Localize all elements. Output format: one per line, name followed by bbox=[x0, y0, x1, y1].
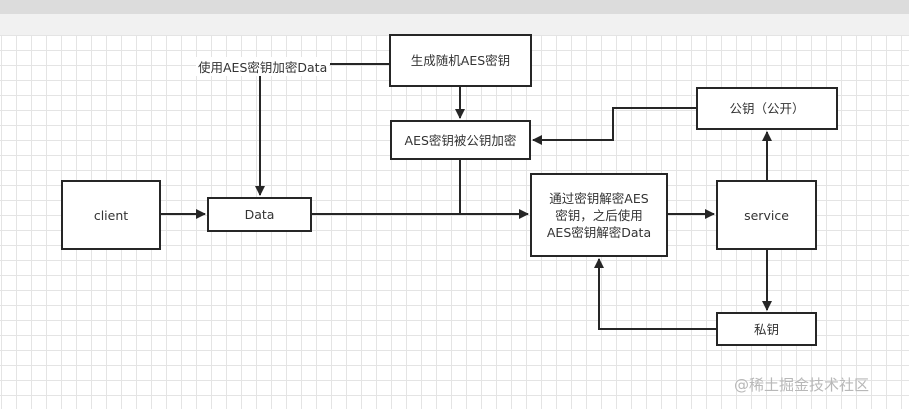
node-encrypt-key[interactable]: AES密钥被公钥加密 bbox=[390, 120, 531, 160]
node-service[interactable]: service bbox=[716, 180, 817, 250]
node-private-key[interactable]: 私钥 bbox=[716, 312, 817, 346]
node-client[interactable]: client bbox=[61, 180, 161, 250]
node-public-key[interactable]: 公钥（公开） bbox=[696, 87, 838, 130]
node-data[interactable]: Data bbox=[207, 197, 312, 232]
watermark: @稀土掘金技术社区 bbox=[734, 376, 870, 394]
window-top-bar bbox=[0, 0, 909, 14]
toolbar-strip bbox=[0, 14, 909, 35]
edge-private-key-decrypt bbox=[594, 258, 716, 330]
node-generate-key[interactable]: 生成随机AES密钥 bbox=[389, 34, 532, 87]
node-decrypt[interactable]: 通过密钥解密AES密钥，之后使用AES密钥解密Data bbox=[530, 173, 668, 257]
edge-public-key-encrypt-key bbox=[532, 107, 696, 145]
edge-label-encrypt-data: 使用AES密钥加密Data bbox=[196, 57, 330, 76]
edge-generate-key-data bbox=[260, 63, 389, 195]
